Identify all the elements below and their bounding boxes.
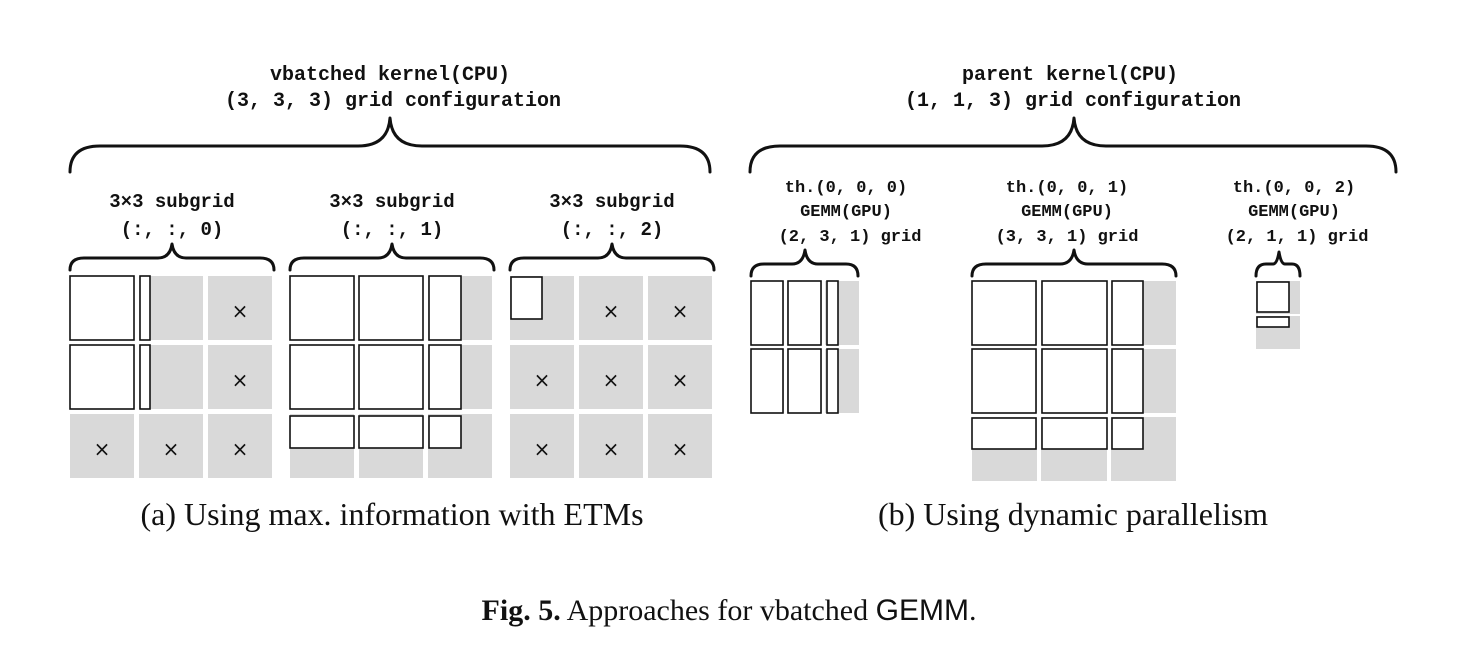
panel-b-top-brace: [748, 116, 1398, 174]
idle-block-mark: ×: [534, 437, 551, 461]
grid-cell: [648, 345, 712, 409]
matrix-tile: [787, 348, 822, 414]
figure-caption-label: Fig. 5.: [482, 594, 561, 627]
grid-cell: [579, 414, 643, 478]
grid-cell: [579, 276, 643, 340]
figure-caption-gemm: GEMM: [876, 594, 969, 627]
matrix-tile: [69, 275, 135, 341]
idle-block-mark: ×: [232, 437, 249, 461]
idle-block-mark: ×: [232, 299, 249, 323]
subgrid-1-brace: [288, 242, 496, 272]
grid-cell: [208, 345, 272, 409]
grid-cell: [579, 345, 643, 409]
idle-block-mark: ×: [672, 299, 689, 323]
subgrid-2-index: (:, :, 2): [561, 219, 664, 241]
grid-cell: [208, 414, 272, 478]
matrix-tile: [358, 344, 424, 410]
panel-a-title: vbatched kernel(CPU): [270, 64, 510, 87]
figure-caption: Fig. 5. Approaches for vbatched GEMM.: [482, 594, 977, 627]
matrix-tile: [139, 275, 151, 341]
figure-caption-period: .: [969, 594, 977, 627]
thread-2-grid: (2, 1, 1) grid: [1226, 228, 1369, 247]
matrix-tile: [289, 415, 355, 449]
idle-block-mark: ×: [672, 368, 689, 392]
idle-block-mark: ×: [163, 437, 180, 461]
thread-1-id: th.(0, 0, 1): [1006, 179, 1128, 198]
matrix-tile: [971, 280, 1037, 346]
matrix-tile: [971, 348, 1037, 414]
thread-2-kernel: GEMM(GPU): [1248, 203, 1340, 222]
matrix-tile: [826, 280, 839, 346]
matrix-tile: [510, 276, 543, 320]
thread-2-brace: [1254, 250, 1302, 278]
idle-block-mark: ×: [603, 368, 620, 392]
grid-cell: [648, 276, 712, 340]
panel-b-grid-config: (1, 1, 3) grid configuration: [905, 90, 1241, 113]
subgrid-0: × × × × ×: [69, 275, 272, 478]
matrix-tile: [1256, 316, 1290, 328]
thread-0-grid-blocks: [750, 280, 859, 414]
panel-b-caption: (b) Using dynamic parallelism: [878, 496, 1268, 532]
matrix-tile: [289, 344, 355, 410]
thread-0-brace: [749, 248, 860, 278]
matrix-tile: [428, 415, 462, 449]
thread-1-brace: [970, 248, 1178, 278]
matrix-tile: [289, 275, 355, 341]
matrix-tile: [428, 344, 462, 410]
thread-1-grid-blocks: [971, 280, 1176, 481]
panel-a-grid-config: (3, 3, 3) grid configuration: [225, 90, 561, 113]
subgrid-1-label: 3×3 subgrid: [329, 191, 454, 213]
subgrid-0-brace: [68, 242, 276, 272]
matrix-tile: [1111, 348, 1144, 414]
grid-cell: [510, 345, 574, 409]
grid-cell: [139, 414, 203, 478]
grid-cell: [648, 414, 712, 478]
idle-block-mark: ×: [603, 437, 620, 461]
matrix-tile: [787, 280, 822, 346]
subgrid-0-index: (:, :, 0): [121, 219, 224, 241]
matrix-tile: [826, 348, 839, 414]
thread-2-grid-blocks: [1256, 281, 1300, 349]
subgrid-2-brace: [508, 242, 716, 272]
idle-block-mark: ×: [603, 299, 620, 323]
matrix-tile: [358, 415, 424, 449]
matrix-tile: [1111, 280, 1144, 346]
matrix-tile: [750, 348, 784, 414]
matrix-tile: [971, 417, 1037, 450]
matrix-tile: [1041, 417, 1108, 450]
subgrid-2: × × × × × × × ×: [510, 276, 712, 478]
grid-cell: [510, 414, 574, 478]
idle-block-mark: ×: [232, 368, 249, 392]
subgrid-1: [289, 275, 492, 478]
subgrid-0-label: 3×3 subgrid: [109, 191, 234, 213]
thread-1-kernel: GEMM(GPU): [1021, 203, 1113, 222]
matrix-tile: [1041, 280, 1108, 346]
subgrid-1-index: (:, :, 1): [341, 219, 444, 241]
idle-block-mark: ×: [672, 437, 689, 461]
idle-block-mark: ×: [534, 368, 551, 392]
matrix-tile: [139, 344, 151, 410]
grid-cell: [208, 276, 272, 340]
matrix-tile: [1256, 281, 1290, 313]
matrix-tile: [1111, 417, 1144, 450]
matrix-tile: [428, 275, 462, 341]
panel-b-title: parent kernel(CPU): [962, 64, 1178, 87]
matrix-tile: [358, 275, 424, 341]
thread-0-id: th.(0, 0, 0): [785, 179, 907, 198]
matrix-tile: [1041, 348, 1108, 414]
grid-cell: [70, 414, 134, 478]
thread-2-id: th.(0, 0, 2): [1233, 179, 1355, 198]
matrix-tile: [750, 280, 784, 346]
thread-0-grid: (2, 3, 1) grid: [779, 228, 922, 247]
panel-a-top-brace: [68, 116, 712, 174]
figure-caption-text: Approaches for vbatched: [561, 594, 876, 627]
thread-0-kernel: GEMM(GPU): [800, 203, 892, 222]
matrix-tile: [69, 344, 135, 410]
subgrid-2-label: 3×3 subgrid: [549, 191, 674, 213]
idle-block-mark: ×: [94, 437, 111, 461]
thread-1-grid: (3, 3, 1) grid: [996, 228, 1139, 247]
panel-a-caption: (a) Using max. information with ETMs: [140, 496, 643, 532]
